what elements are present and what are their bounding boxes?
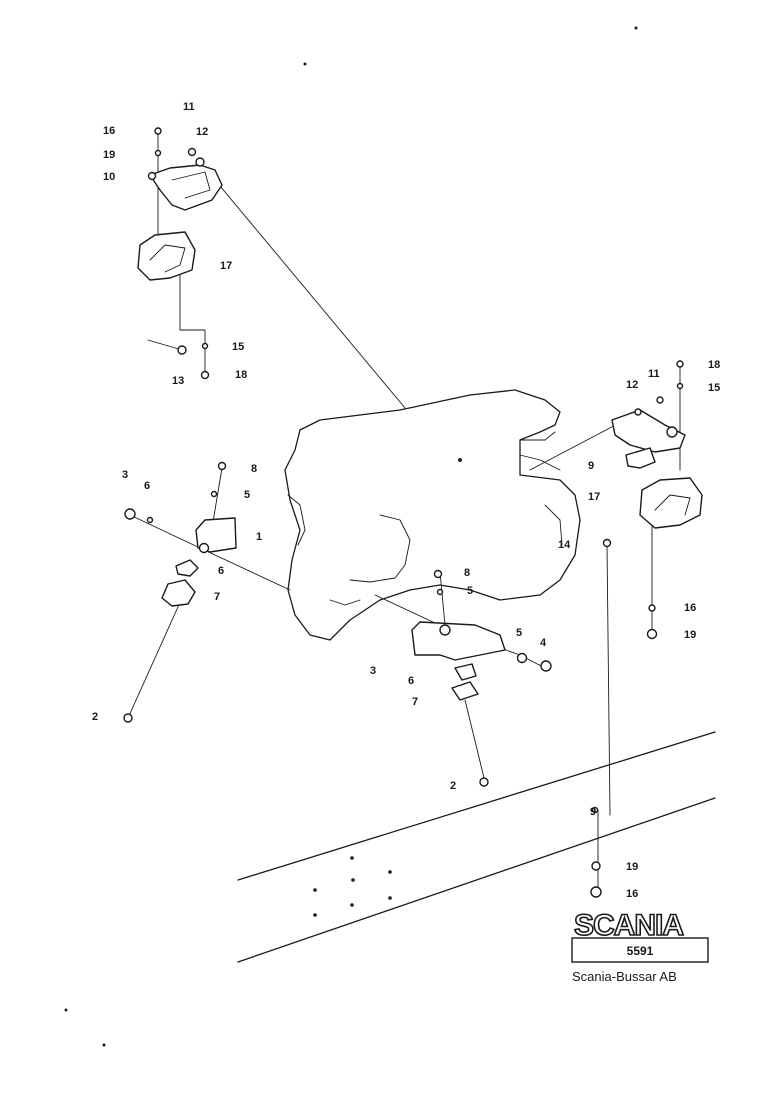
- callout-lf-6: 6: [144, 480, 150, 492]
- engine-outline: [284, 389, 581, 641]
- title-block: SCANIA 5591 Scania-Bussar AB: [571, 908, 709, 984]
- callout-ct-5a: 5: [467, 585, 473, 597]
- mount-assembly-center: [411, 569, 552, 787]
- callout-lf-3: 3: [122, 469, 128, 481]
- callout-ct-7: 7: [412, 696, 418, 708]
- callout-tl-11: 11: [183, 101, 195, 113]
- callout-lf-6b: 6: [218, 565, 224, 577]
- callout-br-16: 16: [626, 888, 638, 900]
- callout-tl-13: 13: [172, 375, 184, 387]
- callout-rt-16: 16: [684, 602, 696, 614]
- callout-tl-18: 18: [235, 369, 247, 381]
- callout-rt-12: 12: [626, 379, 638, 391]
- callout-rt-9: 9: [588, 460, 594, 472]
- drawing-number: 5591: [627, 944, 654, 958]
- callout-rt-19: 19: [684, 629, 696, 641]
- callout-tl-10: 10: [103, 171, 115, 183]
- callout-br-19: 19: [626, 861, 638, 873]
- callout-ct-4: 4: [540, 637, 547, 649]
- callout-rt-14: 14: [558, 539, 571, 551]
- callout-br-9: 9: [590, 806, 596, 818]
- callout-lf-2: 2: [92, 711, 98, 723]
- callout-tl-17: 17: [220, 260, 232, 272]
- company-name: Scania-Bussar AB: [572, 969, 677, 984]
- callout-ct-6: 6: [408, 675, 414, 687]
- chassis-frame: [237, 731, 716, 963]
- fasteners-bottom-right: [590, 806, 602, 898]
- callout-rt-11: 11: [648, 368, 660, 380]
- callout-lf-5: 5: [244, 489, 250, 501]
- callout-labels: 16 19 10 11 12 17 15 13 18 12 11 18 15 9…: [92, 101, 720, 900]
- scan-specks: [64, 26, 638, 1047]
- callout-ct-3: 3: [370, 665, 376, 677]
- mount-assembly-top-left: [137, 127, 223, 380]
- callout-tl-19: 19: [103, 149, 115, 161]
- callout-rt-18: 18: [708, 359, 720, 371]
- mount-assembly-left: [123, 461, 237, 723]
- callout-tl-15: 15: [232, 341, 244, 353]
- callout-tl-12: 12: [196, 126, 208, 138]
- callout-ct-8: 8: [464, 567, 470, 579]
- callout-rt-17: 17: [588, 491, 600, 503]
- callout-rt-15: 15: [708, 382, 720, 394]
- drawing-number-box: [571, 937, 709, 963]
- callout-tl-16: 16: [103, 125, 115, 137]
- scania-logo: SCANIA: [574, 909, 683, 942]
- callout-ct-2: 2: [450, 780, 456, 792]
- mount-assembly-right: [602, 360, 703, 640]
- callout-lf-8: 8: [251, 463, 257, 475]
- callout-ct-5b: 5: [516, 627, 522, 639]
- assembly-lines: [127, 131, 681, 896]
- callout-lf-1: 1: [256, 531, 262, 543]
- callout-lf-7: 7: [214, 591, 220, 603]
